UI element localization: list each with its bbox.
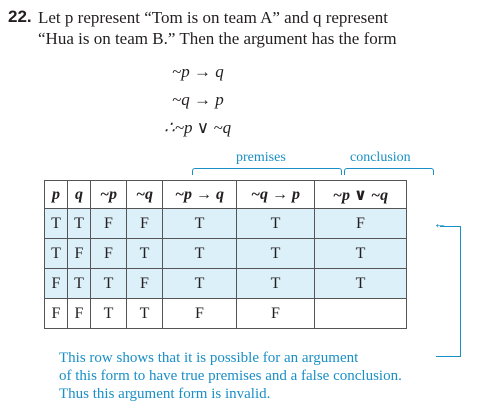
truth-table: p q ~p ~q ~p → q ~q → p ~p ∨ ~q T T F F …: [44, 180, 407, 329]
conclusion-label: conclusion: [350, 150, 411, 165]
table-cell: F: [236, 298, 315, 329]
table-cell: F: [90, 238, 127, 269]
annotation-text: This row shows that it is possible for a…: [59, 349, 402, 403]
table-cell: F: [162, 298, 237, 329]
annotation-line-1: This row shows that it is possible for a…: [59, 350, 359, 366]
header-p: p: [44, 180, 68, 209]
table-cell: T: [162, 208, 237, 239]
table-row: F T T F T T T: [44, 268, 407, 299]
pointer-line-top: [440, 226, 461, 227]
annotation-line-3: Thus this argument form is invalid.: [59, 386, 271, 402]
pointer-line-bottom: [436, 356, 461, 357]
table-cell: T: [90, 298, 127, 329]
problem-statement-line-2: “Hua is on team B.” Then the argument ha…: [38, 29, 397, 48]
table-cell: F: [314, 208, 407, 239]
table-cell: [314, 298, 407, 329]
table-cell: T: [44, 238, 68, 269]
table-cell: T: [162, 268, 237, 299]
table-row: F F T T F F: [44, 298, 407, 329]
table-cell: T: [67, 268, 91, 299]
premises-label: premises: [236, 150, 286, 165]
header-conclusion: ~p ∨ ~q: [314, 180, 407, 209]
table-row: T T F F T T F: [44, 208, 407, 239]
table-cell: F: [44, 268, 68, 299]
problem-number: 22.: [8, 7, 32, 26]
table-cell: T: [314, 238, 407, 269]
arrow-left-icon: ←: [433, 217, 447, 232]
header-q: q: [67, 180, 91, 209]
table-cell: T: [126, 238, 163, 269]
header-not-q: ~q: [126, 180, 163, 209]
pointer-line-vertical: [460, 226, 461, 357]
table-cell: T: [236, 268, 315, 299]
table-cell: T: [44, 208, 68, 239]
table-cell: F: [44, 298, 68, 329]
table-cell: F: [126, 268, 163, 299]
header-premise-2: ~q → p: [236, 180, 315, 209]
header-premise-1: ~p → q: [162, 180, 237, 209]
header-not-p: ~p: [90, 180, 127, 209]
table-row: T F F T T T T: [44, 238, 407, 269]
table-cell: F: [67, 238, 91, 269]
table-cell: F: [67, 298, 91, 329]
premises-brace: [192, 168, 342, 175]
conclusion-statement: ∴~p ∨ ~q: [164, 118, 232, 137]
conclusion-brace: [344, 168, 434, 175]
table-cell: T: [162, 238, 237, 269]
table-cell: T: [67, 208, 91, 239]
table-cell: T: [236, 238, 315, 269]
header-row: p q ~p ~q ~p → q ~q → p ~p ∨ ~q: [44, 180, 407, 209]
table-cell: F: [90, 208, 127, 239]
table-cell: F: [126, 208, 163, 239]
problem-statement-line-1: Let p represent “Tom is on team A” and q…: [38, 8, 389, 27]
table-cell: T: [90, 268, 127, 299]
table-cell: T: [314, 268, 407, 299]
table-cell: T: [126, 298, 163, 329]
table-cell: T: [236, 208, 315, 239]
premise-1: ~p → q: [172, 62, 224, 81]
premise-2: ~q → p: [172, 90, 224, 109]
annotation-line-2: of this form to have true premises and a…: [59, 368, 402, 384]
